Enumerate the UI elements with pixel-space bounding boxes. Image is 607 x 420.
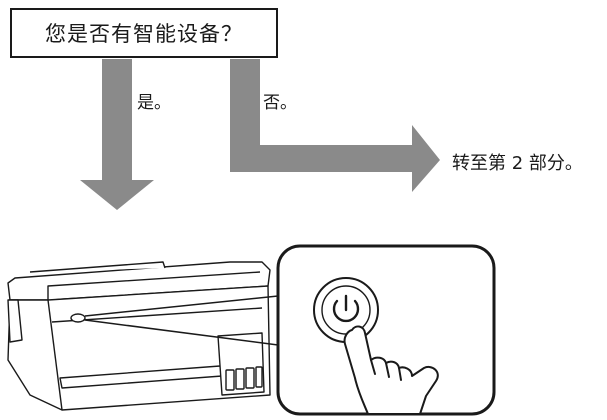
question-text: 您是否有智能设备？ [45,22,243,46]
yes-arrow [80,59,154,210]
question-box: 您是否有智能设备？ [10,8,278,58]
printer-power-button [70,313,86,323]
hand-pointer-icon [343,325,439,415]
goto-part-2-label: 转至第 2 部分。 [452,153,583,174]
printer-illustration [7,261,271,411]
no-label: 否。 [263,93,297,113]
power-icon [332,294,360,323]
no-arrow [230,59,440,192]
yes-label: 是。 [137,93,171,113]
callout-lines [84,295,279,346]
zoom-callout-panel [276,244,496,416]
